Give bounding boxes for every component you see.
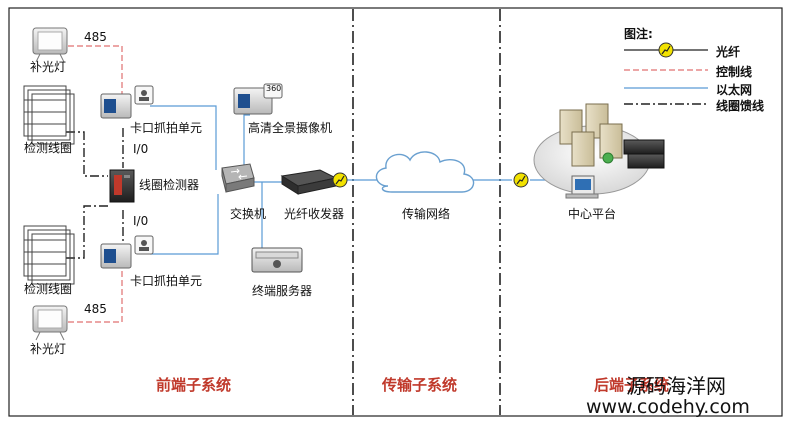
fiber-transceiver-icon: [280, 169, 338, 195]
capture-unit-top-icon: [100, 85, 154, 119]
capture-top-label: 卡口抓拍单元: [130, 121, 203, 135]
legend-title: 图注:: [624, 27, 653, 41]
loop-coil-bottom-icon: [23, 225, 75, 285]
loop-coil-top-icon: [23, 85, 75, 145]
section-title-back: 后端子系统: [594, 376, 670, 394]
rs485-top-label: 485: [84, 30, 107, 44]
center-platform-icon: [533, 103, 665, 199]
watermark-url: www.codehy.com: [586, 396, 750, 418]
capture-unit-bottom-icon: [100, 235, 154, 269]
hd-camera-label: 高清全景摄像机: [248, 121, 333, 135]
switch-icon: [221, 163, 255, 193]
io-top-label: I/0: [133, 142, 149, 156]
diagram-frame: [8, 7, 783, 417]
coil-feed-lines: [66, 128, 124, 259]
terminal-server-icon: [251, 247, 303, 273]
control-lines: [68, 45, 123, 323]
legend-fiber-label: 光纤: [716, 45, 741, 59]
capture-bottom-label: 卡口抓拍单元: [130, 274, 203, 288]
ethernet-lines: [150, 105, 548, 255]
legend-fiber-line: [624, 42, 708, 58]
center-platform-label: 中心平台: [568, 207, 617, 221]
supp-light-bottom-icon: [32, 305, 68, 341]
supp-light-bottom-label: 补光灯: [30, 342, 67, 356]
legend-control-label: 控制线: [716, 65, 753, 79]
fiber-node-icon-back: [513, 172, 529, 188]
terminal-server-label: 终端服务器: [252, 284, 313, 298]
transport-network-label: 传输网络: [402, 207, 451, 221]
section-title-transport: 传输子系统: [382, 376, 458, 394]
loop-detector-icon: [109, 169, 135, 203]
loop-coil-bottom-label: 检测线圈: [24, 282, 73, 296]
camera-badge: 360: [266, 84, 282, 93]
legend-coil-label: 线圈馈线: [716, 99, 765, 113]
cloud-icon: [375, 151, 475, 193]
rs485-bottom-label: 485: [84, 302, 107, 316]
legend-ethernet-label: 以太网: [716, 83, 753, 97]
switch-label: 交换机: [230, 207, 267, 221]
supp-light-top-label: 补光灯: [30, 60, 67, 74]
watermark-title: 源码海洋网: [626, 374, 726, 398]
io-bottom-label: I/0: [133, 214, 149, 228]
fiber-node-icon-front: [332, 172, 348, 188]
loop-detector-label: 线圈检测器: [139, 178, 200, 192]
loop-coil-top-label: 检测线圈: [24, 141, 73, 155]
hd-camera-icon: [233, 83, 283, 115]
supp-light-top-icon: [32, 27, 68, 63]
fiber-transceiver-label: 光纤收发器: [284, 207, 345, 221]
section-title-front: 前端子系统: [156, 376, 232, 394]
